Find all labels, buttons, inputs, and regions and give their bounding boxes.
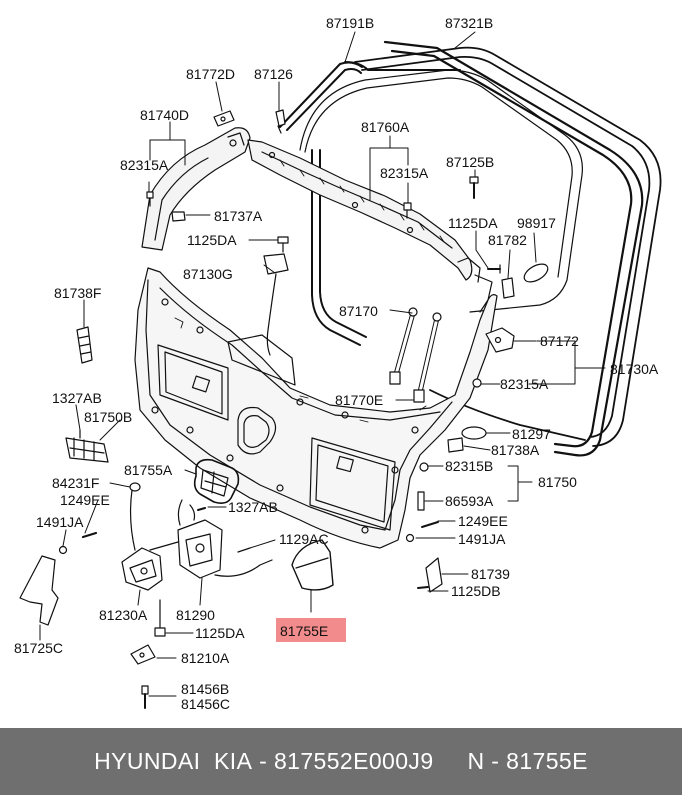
label-1125DB: 1125DB: [451, 583, 501, 599]
label-82315A-3: 82315A: [500, 376, 549, 392]
label-1327AB-1: 1327AB: [52, 390, 102, 406]
label-87125B: 87125B: [446, 154, 494, 170]
label-1327AB-2: 1327AB: [228, 499, 278, 515]
small-parts-upper: [146, 109, 549, 388]
label-81290: 81290: [176, 607, 215, 623]
label-81740D: 81740D: [140, 107, 189, 123]
label-81230A: 81230A: [99, 607, 148, 623]
label-82315A-1: 82315A: [120, 157, 169, 173]
label-87191B: 87191B: [326, 15, 374, 31]
label-1125DA-3: 1125DA: [195, 625, 245, 641]
part-number-footer: HYUNDAI KIA - 817552E000J9 N - 81755E: [0, 728, 682, 795]
label-1491JA-1: 1491JA: [36, 514, 84, 530]
spacer: [434, 748, 468, 775]
n-prefix: N: [467, 748, 485, 774]
label-87126: 87126: [254, 66, 293, 82]
tailgate-trim-panel: [134, 267, 498, 549]
label-81738A: 81738A: [491, 442, 540, 458]
handle-insert-81755A: [193, 458, 240, 504]
label-81782: 81782: [488, 232, 527, 248]
label-81730A: 81730A: [610, 361, 659, 377]
label-81456B: 81456B: [181, 681, 229, 697]
label-98917: 98917: [517, 215, 556, 231]
oem-number: 817552E000J9: [273, 748, 434, 774]
label-81456C: 81456C: [181, 696, 230, 712]
label-81755E: 81755E: [280, 623, 328, 639]
leader-lines: [39, 31, 606, 697]
label-1249EE-2: 1249EE: [458, 513, 508, 529]
label-81772D: 81772D: [186, 66, 235, 82]
label-81750: 81750: [538, 474, 577, 490]
label-81739: 81739: [471, 566, 510, 582]
side-trim-81740D: [141, 127, 251, 251]
highlight-box: [276, 618, 346, 642]
bracket-87172: [485, 327, 515, 353]
label-1125DA-2: 1125DA: [448, 215, 498, 231]
label-82315A-2: 82315A: [380, 165, 429, 181]
label-1491JA-2: 1491JA: [458, 531, 506, 547]
label-81725C: 81725C: [14, 640, 63, 656]
separator: -: [252, 748, 274, 774]
label-82315B: 82315B: [445, 458, 493, 474]
separator-2: -: [484, 748, 507, 774]
part-labels: 87191B 87321B 81772D 87126 81740D 81760A…: [14, 15, 659, 712]
label-87321B: 87321B: [445, 15, 493, 31]
label-81737A: 81737A: [214, 208, 263, 224]
label-87172: 87172: [540, 333, 579, 349]
weatherstrip-seal-group: [279, 40, 662, 457]
small-parts-lower: [19, 326, 487, 709]
label-81755A: 81755A: [124, 462, 173, 478]
label-81297: 81297: [512, 426, 551, 442]
label-1249EE-1: 1249EE: [60, 492, 110, 508]
brand-text: HYUNDAI KIA: [94, 748, 253, 774]
label-84231F: 84231F: [52, 475, 99, 491]
label-1125DA-1: 1125DA: [187, 232, 237, 248]
label-87130G: 87130G: [183, 266, 233, 282]
label-81210A: 81210A: [181, 650, 230, 666]
label-81738F: 81738F: [54, 285, 101, 301]
label-1129AC: 1129AC: [279, 531, 329, 547]
part-number: 81755E: [506, 748, 588, 774]
label-81770E: 81770E: [335, 392, 383, 408]
gas-struts-87170: [389, 307, 442, 403]
label-87170: 87170: [339, 303, 378, 319]
label-81760A: 81760A: [361, 119, 410, 135]
tailgate-exploded-diagram: 87191B 87321B 81772D 87126 81740D 81760A…: [14, 15, 662, 712]
upper-trim-81760A: [247, 139, 493, 313]
label-81750B: 81750B: [84, 409, 132, 425]
label-86593A: 86593A: [445, 493, 494, 509]
